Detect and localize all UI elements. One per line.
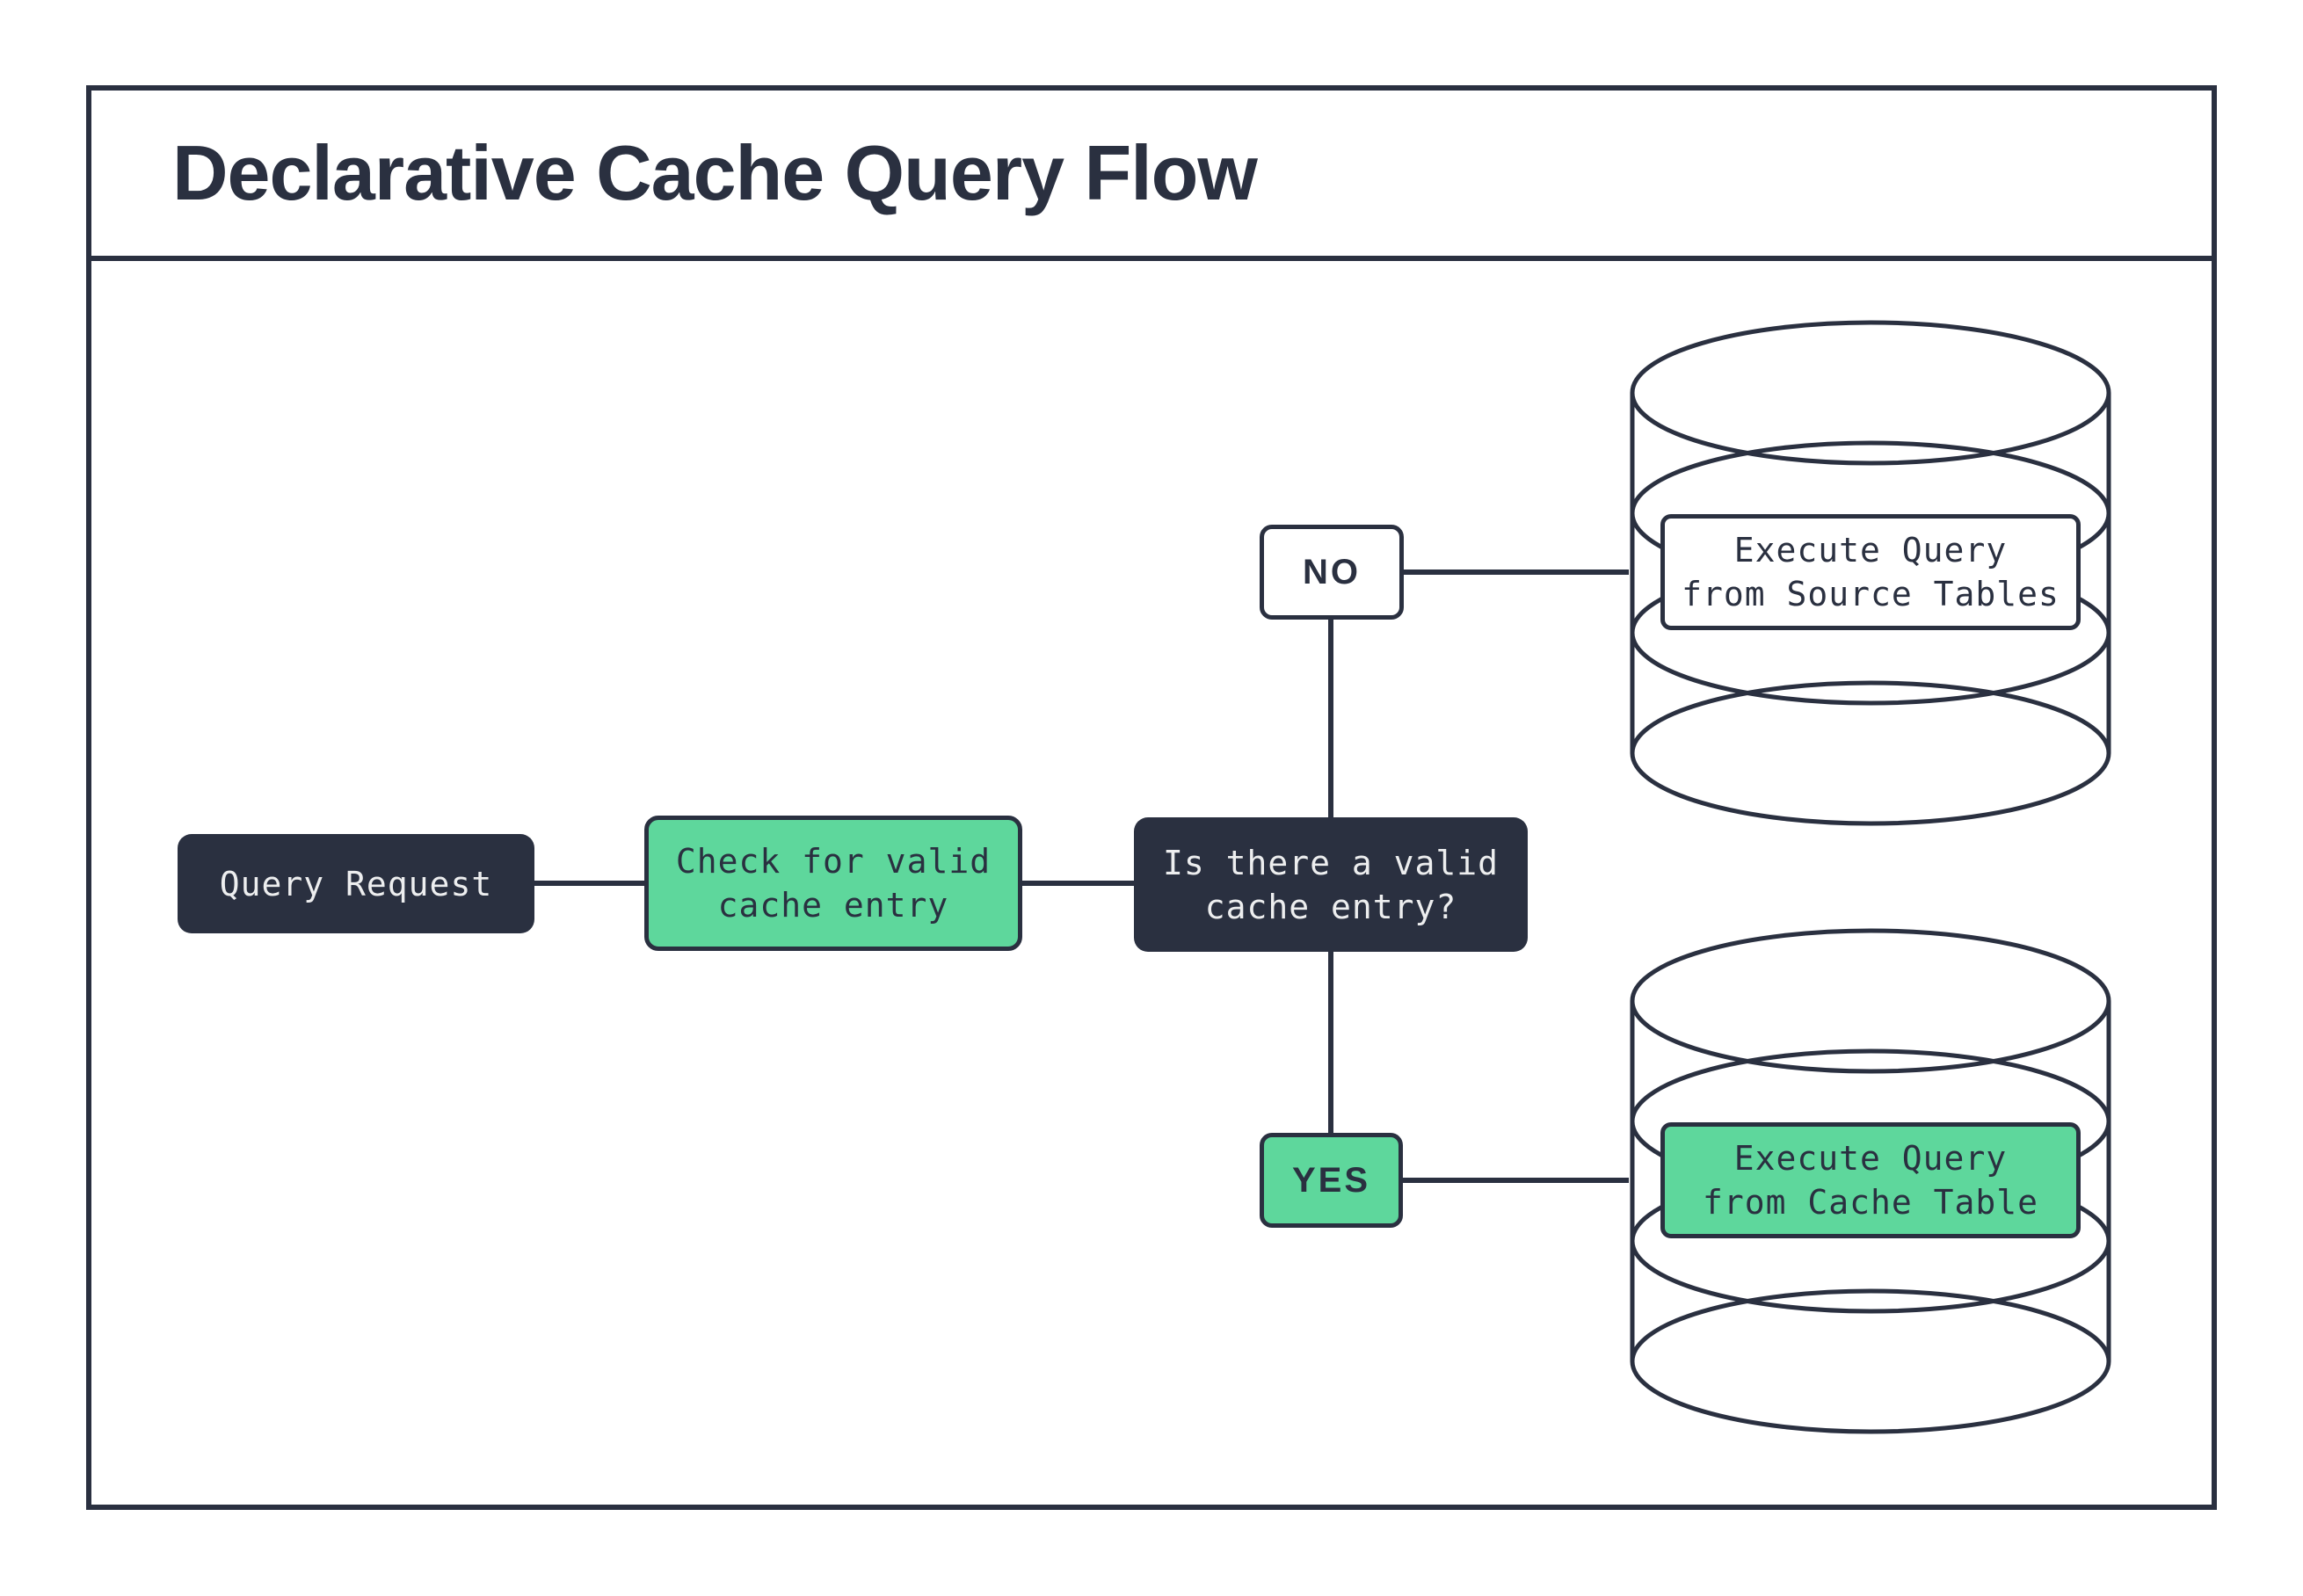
node-decision-line1: Is there a valid xyxy=(1162,843,1500,882)
node-decision-line2: cache entry? xyxy=(1204,887,1457,926)
node-decision-valid-cache: Is there a valid cache entry? xyxy=(1134,817,1528,952)
node-execute-source: Execute Query from Source Tables xyxy=(1660,514,2081,630)
connector-decision-to-no xyxy=(1328,620,1333,817)
node-execute-cache-line2: from Cache Table xyxy=(1702,1183,2039,1222)
node-execute-source-line2: from Source Tables xyxy=(1682,575,2060,613)
connector-no-to-source-db xyxy=(1404,569,1629,575)
node-check-cache-line2: cache entry xyxy=(717,886,949,925)
connector-check-to-decision xyxy=(1022,881,1134,886)
node-check-cache-line1: Check for valid xyxy=(675,842,992,881)
page-title: Declarative Cache Query Flow xyxy=(172,129,1258,216)
connector-query-to-check xyxy=(534,881,644,886)
node-branch-yes: YES xyxy=(1260,1133,1403,1228)
title-bar: Declarative Cache Query Flow xyxy=(91,91,2212,261)
node-execute-source-line1: Execute Query xyxy=(1733,531,2008,569)
connector-yes-to-cache-db xyxy=(1403,1178,1629,1183)
node-execute-cache: Execute Query from Cache Table xyxy=(1660,1122,2081,1238)
connector-decision-to-yes xyxy=(1328,952,1333,1133)
node-branch-no-label: NO xyxy=(1303,553,1361,591)
node-check-cache: Check for valid cache entry xyxy=(644,816,1022,951)
cache-database-cylinder-icon xyxy=(1629,926,2112,1436)
node-execute-cache-line1: Execute Query xyxy=(1733,1139,2008,1178)
node-branch-no: NO xyxy=(1260,525,1404,620)
node-query-request: Query Request xyxy=(178,834,534,933)
node-branch-yes-label: YES xyxy=(1291,1161,1371,1200)
node-query-request-label: Query Request xyxy=(219,864,493,903)
